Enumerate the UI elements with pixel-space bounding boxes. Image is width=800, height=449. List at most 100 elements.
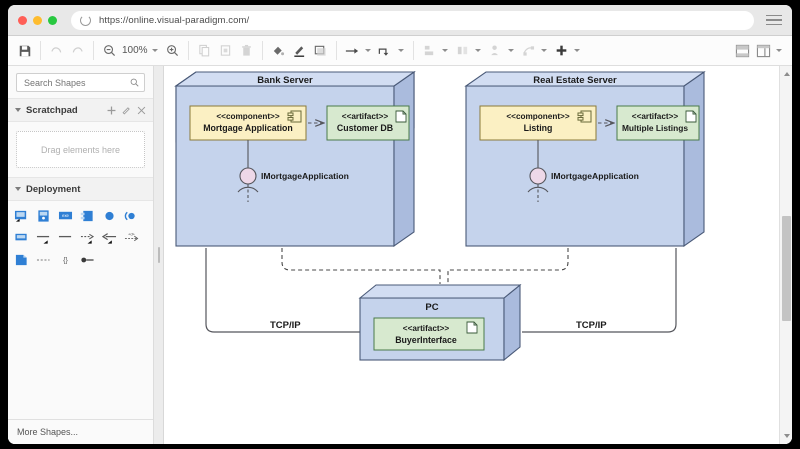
interface-shape[interactable] (124, 209, 139, 223)
zoom-level-label[interactable]: 100% (122, 45, 148, 56)
arrow-left-shape[interactable] (102, 231, 117, 245)
component-shape[interactable] (80, 209, 95, 223)
close-icon[interactable] (137, 106, 146, 115)
node-label-real-estate-server: Real Estate Server (533, 75, 617, 86)
component-name: Mortgage Application (203, 123, 293, 133)
chevron-down-icon[interactable] (475, 49, 481, 52)
component-stereotype: <<component>> (506, 112, 569, 121)
circle-shape[interactable] (102, 209, 117, 223)
zoom-out-icon[interactable] (99, 40, 120, 61)
search-icon[interactable] (130, 78, 139, 87)
redo-icon[interactable] (67, 40, 88, 61)
chevron-down-icon[interactable] (398, 49, 404, 52)
fill-color-icon[interactable] (268, 40, 289, 61)
chevron-down-icon[interactable] (152, 49, 158, 52)
paste-icon[interactable] (215, 40, 236, 61)
node-label-bank-server: Bank Server (257, 75, 313, 86)
artifact-customer-db[interactable]: <<artifact>> Customer DB (327, 106, 409, 140)
execution-environment-shape[interactable]: exe (58, 209, 73, 223)
node-bank-server[interactable]: Bank Server <<component>> Mortgage Appli… (176, 72, 414, 246)
panel-splitter[interactable] (154, 66, 164, 444)
distribute-icon[interactable] (452, 40, 473, 61)
shape-row: {} (14, 253, 147, 267)
line2-shape[interactable] (58, 231, 73, 245)
add-icon[interactable] (107, 106, 116, 115)
more-shapes-button[interactable]: More Shapes... (8, 419, 153, 444)
device-shape[interactable] (36, 209, 51, 223)
component-mortgage-application[interactable]: <<component>> Mortgage Application (190, 106, 306, 140)
shape-row: exe (14, 209, 147, 223)
artifact-name: BuyerInterface (395, 335, 457, 345)
lollipop-shape[interactable] (80, 253, 95, 267)
dependency-shape[interactable] (80, 231, 95, 245)
svg-text:exe: exe (62, 213, 69, 218)
search-input[interactable] (22, 77, 130, 89)
diagram-canvas[interactable]: TCP/IP TCP/IP Bank Server (164, 66, 792, 444)
hamburger-menu-icon[interactable] (766, 15, 782, 26)
chevron-down-icon[interactable] (776, 49, 782, 52)
scroll-up-arrow-icon[interactable] (784, 72, 790, 76)
edit-icon[interactable] (122, 106, 131, 115)
app-toolbar: 100% (8, 36, 792, 66)
browser-chrome: https://online.visual-paradigm.com/ (8, 5, 792, 36)
artifact-shape[interactable] (14, 231, 29, 245)
close-window-button[interactable] (18, 16, 27, 25)
group-icon[interactable] (485, 40, 506, 61)
canvas-vertical-scrollbar[interactable] (779, 66, 792, 444)
format-panel-icon[interactable] (732, 40, 753, 61)
chevron-down-icon[interactable] (365, 49, 371, 52)
section-header-deployment[interactable]: Deployment (8, 177, 153, 201)
chevron-down-icon[interactable] (508, 49, 514, 52)
document-shape[interactable] (14, 253, 29, 267)
artifact-stereotype: <<artifact>> (403, 324, 450, 333)
scratchpad-dropzone[interactable]: Drag elements here (16, 131, 145, 168)
toolbar-separator (413, 41, 414, 60)
dashed-line-shape[interactable] (36, 253, 51, 267)
trash-icon[interactable] (236, 40, 257, 61)
deployment-diagram[interactable]: TCP/IP TCP/IP Bank Server (164, 66, 792, 444)
arrow-style-icon[interactable] (342, 40, 363, 61)
section-header-scratchpad[interactable]: Scratchpad (8, 98, 153, 122)
splitter-grip[interactable] (158, 247, 160, 263)
send-to-back-icon[interactable] (518, 40, 539, 61)
collapse-triangle-icon[interactable] (15, 108, 21, 112)
toolbar-separator (40, 41, 41, 60)
component-listing[interactable]: <<component>> Listing (480, 106, 596, 140)
traffic-lights (18, 16, 57, 25)
undo-icon[interactable] (46, 40, 67, 61)
dropzone-text: Drag elements here (41, 145, 120, 155)
interface-label: IMortgageApplication (261, 171, 349, 181)
constraint-shape[interactable]: {} (58, 253, 73, 267)
shadow-icon[interactable] (310, 40, 331, 61)
line-color-icon[interactable] (289, 40, 310, 61)
node-pc[interactable]: PC <<artifact>> BuyerInterface (360, 285, 520, 360)
search-shapes-box[interactable] (16, 73, 145, 92)
connection-label-tcpip-right: TCP/IP (576, 320, 607, 331)
deployment-shape-palette: exe «d» {} (8, 201, 153, 275)
deploy-shape[interactable]: «d» (124, 231, 139, 245)
vertical-scroll-thumb[interactable] (782, 216, 791, 321)
maximize-window-button[interactable] (48, 16, 57, 25)
artifact-name: Customer DB (337, 123, 393, 133)
minimize-window-button[interactable] (33, 16, 42, 25)
chevron-down-icon[interactable] (541, 49, 547, 52)
chevron-down-icon[interactable] (574, 49, 580, 52)
align-icon[interactable] (419, 40, 440, 61)
save-icon[interactable] (14, 40, 35, 61)
waypoint-style-icon[interactable] (375, 40, 396, 61)
artifact-multiple-listings[interactable]: <<artifact>> Multiple Listings (617, 106, 699, 140)
copy-icon[interactable] (194, 40, 215, 61)
zoom-in-icon[interactable] (162, 40, 183, 61)
collapse-triangle-icon[interactable] (15, 187, 21, 191)
address-bar[interactable]: https://online.visual-paradigm.com/ (71, 11, 754, 30)
shapes-sidebar: Scratchpad Drag elements here Deployment (8, 66, 154, 444)
line-shape[interactable] (36, 231, 51, 245)
outline-panel-icon[interactable] (753, 40, 774, 61)
node-real-estate-server[interactable]: Real Estate Server <<component>> Listing (466, 72, 704, 246)
reload-icon[interactable] (80, 15, 91, 26)
chevron-down-icon[interactable] (442, 49, 448, 52)
node-shape[interactable] (14, 209, 29, 223)
plus-icon[interactable] (551, 40, 572, 61)
scroll-down-arrow-icon[interactable] (784, 434, 790, 438)
artifact-buyerinterface[interactable]: <<artifact>> BuyerInterface (374, 318, 484, 350)
